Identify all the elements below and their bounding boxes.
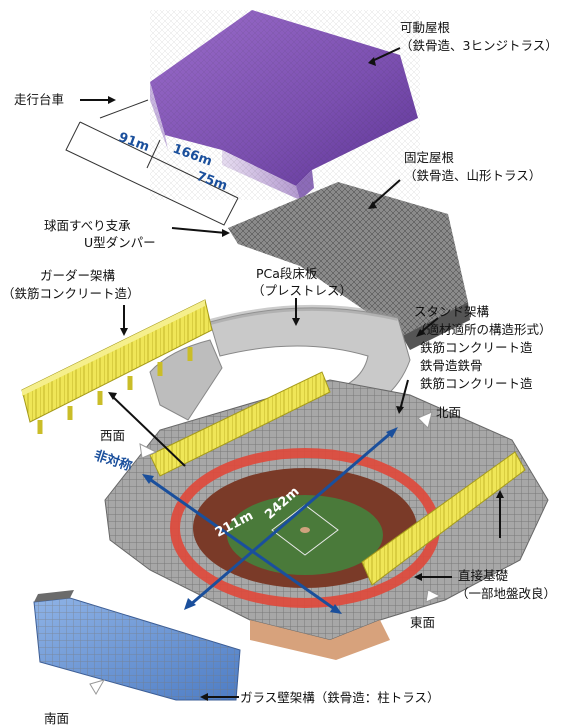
face-west: 西面 bbox=[100, 428, 126, 443]
face-markers bbox=[89, 411, 442, 695]
stadium-dimension-arrows bbox=[147, 430, 393, 612]
stand-sub-4: 鉄筋コンクリート造 bbox=[420, 376, 533, 391]
bearing-label: 球面すべり支承 bbox=[44, 218, 131, 233]
bogie-label: 走行台車 bbox=[14, 92, 65, 107]
girder-sub: （鉄筋コンクリート造） bbox=[2, 286, 140, 301]
girder-label: ガーダー架構 bbox=[40, 268, 116, 283]
pca-label: PCa段床板 bbox=[256, 266, 318, 281]
roof-dimension-lines bbox=[65, 99, 239, 226]
foundation-label: 直接基礎 bbox=[458, 568, 509, 583]
movable-roof-sub: （鉄骨造、3ヒンジトラス） bbox=[400, 38, 558, 53]
dim-arrow-heads bbox=[142, 427, 398, 614]
callout-lines bbox=[80, 47, 501, 698]
face-south: 南面 bbox=[44, 711, 70, 726]
glass-wall-frame bbox=[33, 590, 241, 701]
fixed-roof bbox=[228, 182, 470, 350]
girder-center bbox=[149, 371, 331, 477]
girder-left bbox=[21, 299, 213, 434]
stand-sub-2: 鉄筋コンクリート造 bbox=[420, 340, 533, 355]
girder-right bbox=[361, 451, 526, 586]
stand-sub-3: 鉄骨造鉄骨 bbox=[420, 358, 483, 373]
fixed-roof-label: 固定屋根 bbox=[404, 150, 455, 165]
glass-wall-label: ガラス壁架構（鉄骨造：柱トラス） bbox=[240, 690, 440, 705]
face-north: 北面 bbox=[436, 405, 462, 420]
stadium-body bbox=[104, 379, 549, 660]
pca-sub: （プレストレス） bbox=[252, 283, 353, 298]
face-east: 東面 bbox=[410, 615, 436, 630]
stand-label: スタンド架構 bbox=[414, 304, 490, 319]
foundation-sub: （一部地盤改良） bbox=[456, 586, 557, 601]
arrow-heads bbox=[108, 57, 504, 701]
movable-roof-label: 可動屋根 bbox=[400, 20, 451, 35]
stand-sub-1: （適材適所の構造形式） bbox=[414, 322, 552, 337]
damper-label: U型ダンパー bbox=[84, 235, 156, 250]
movable-roof bbox=[150, 10, 420, 200]
fixed-roof-sub: （鉄骨造、山形トラス） bbox=[404, 168, 542, 183]
